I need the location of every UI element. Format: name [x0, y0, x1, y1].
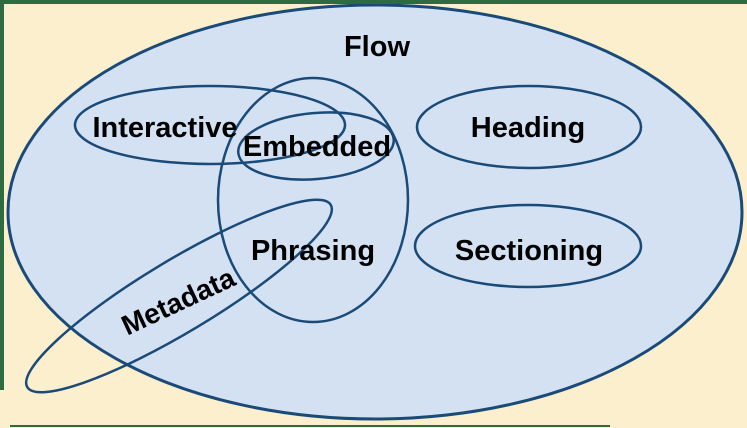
metadata-set-ellipse — [24, 198, 334, 394]
heading-set-ellipse — [415, 84, 643, 170]
embedded-set-ellipse — [236, 111, 396, 181]
phrasing-label: Phrasing — [251, 235, 375, 267]
frame-border-left — [0, 0, 4, 390]
sectioning-set-ellipse — [413, 203, 643, 289]
embedded-label: Embedded — [243, 131, 391, 163]
flow-set-ellipse — [6, 3, 744, 421]
sectioning-label: Sectioning — [455, 235, 603, 267]
interactive-label: Interactive — [92, 112, 237, 144]
heading-label: Heading — [471, 112, 585, 144]
flow-label: Flow — [344, 31, 410, 63]
frame-border-bottom — [10, 425, 610, 427]
frame-border-top — [0, 0, 747, 4]
phrasing-set-ellipse — [216, 76, 410, 324]
interactive-set-ellipse — [73, 84, 347, 166]
